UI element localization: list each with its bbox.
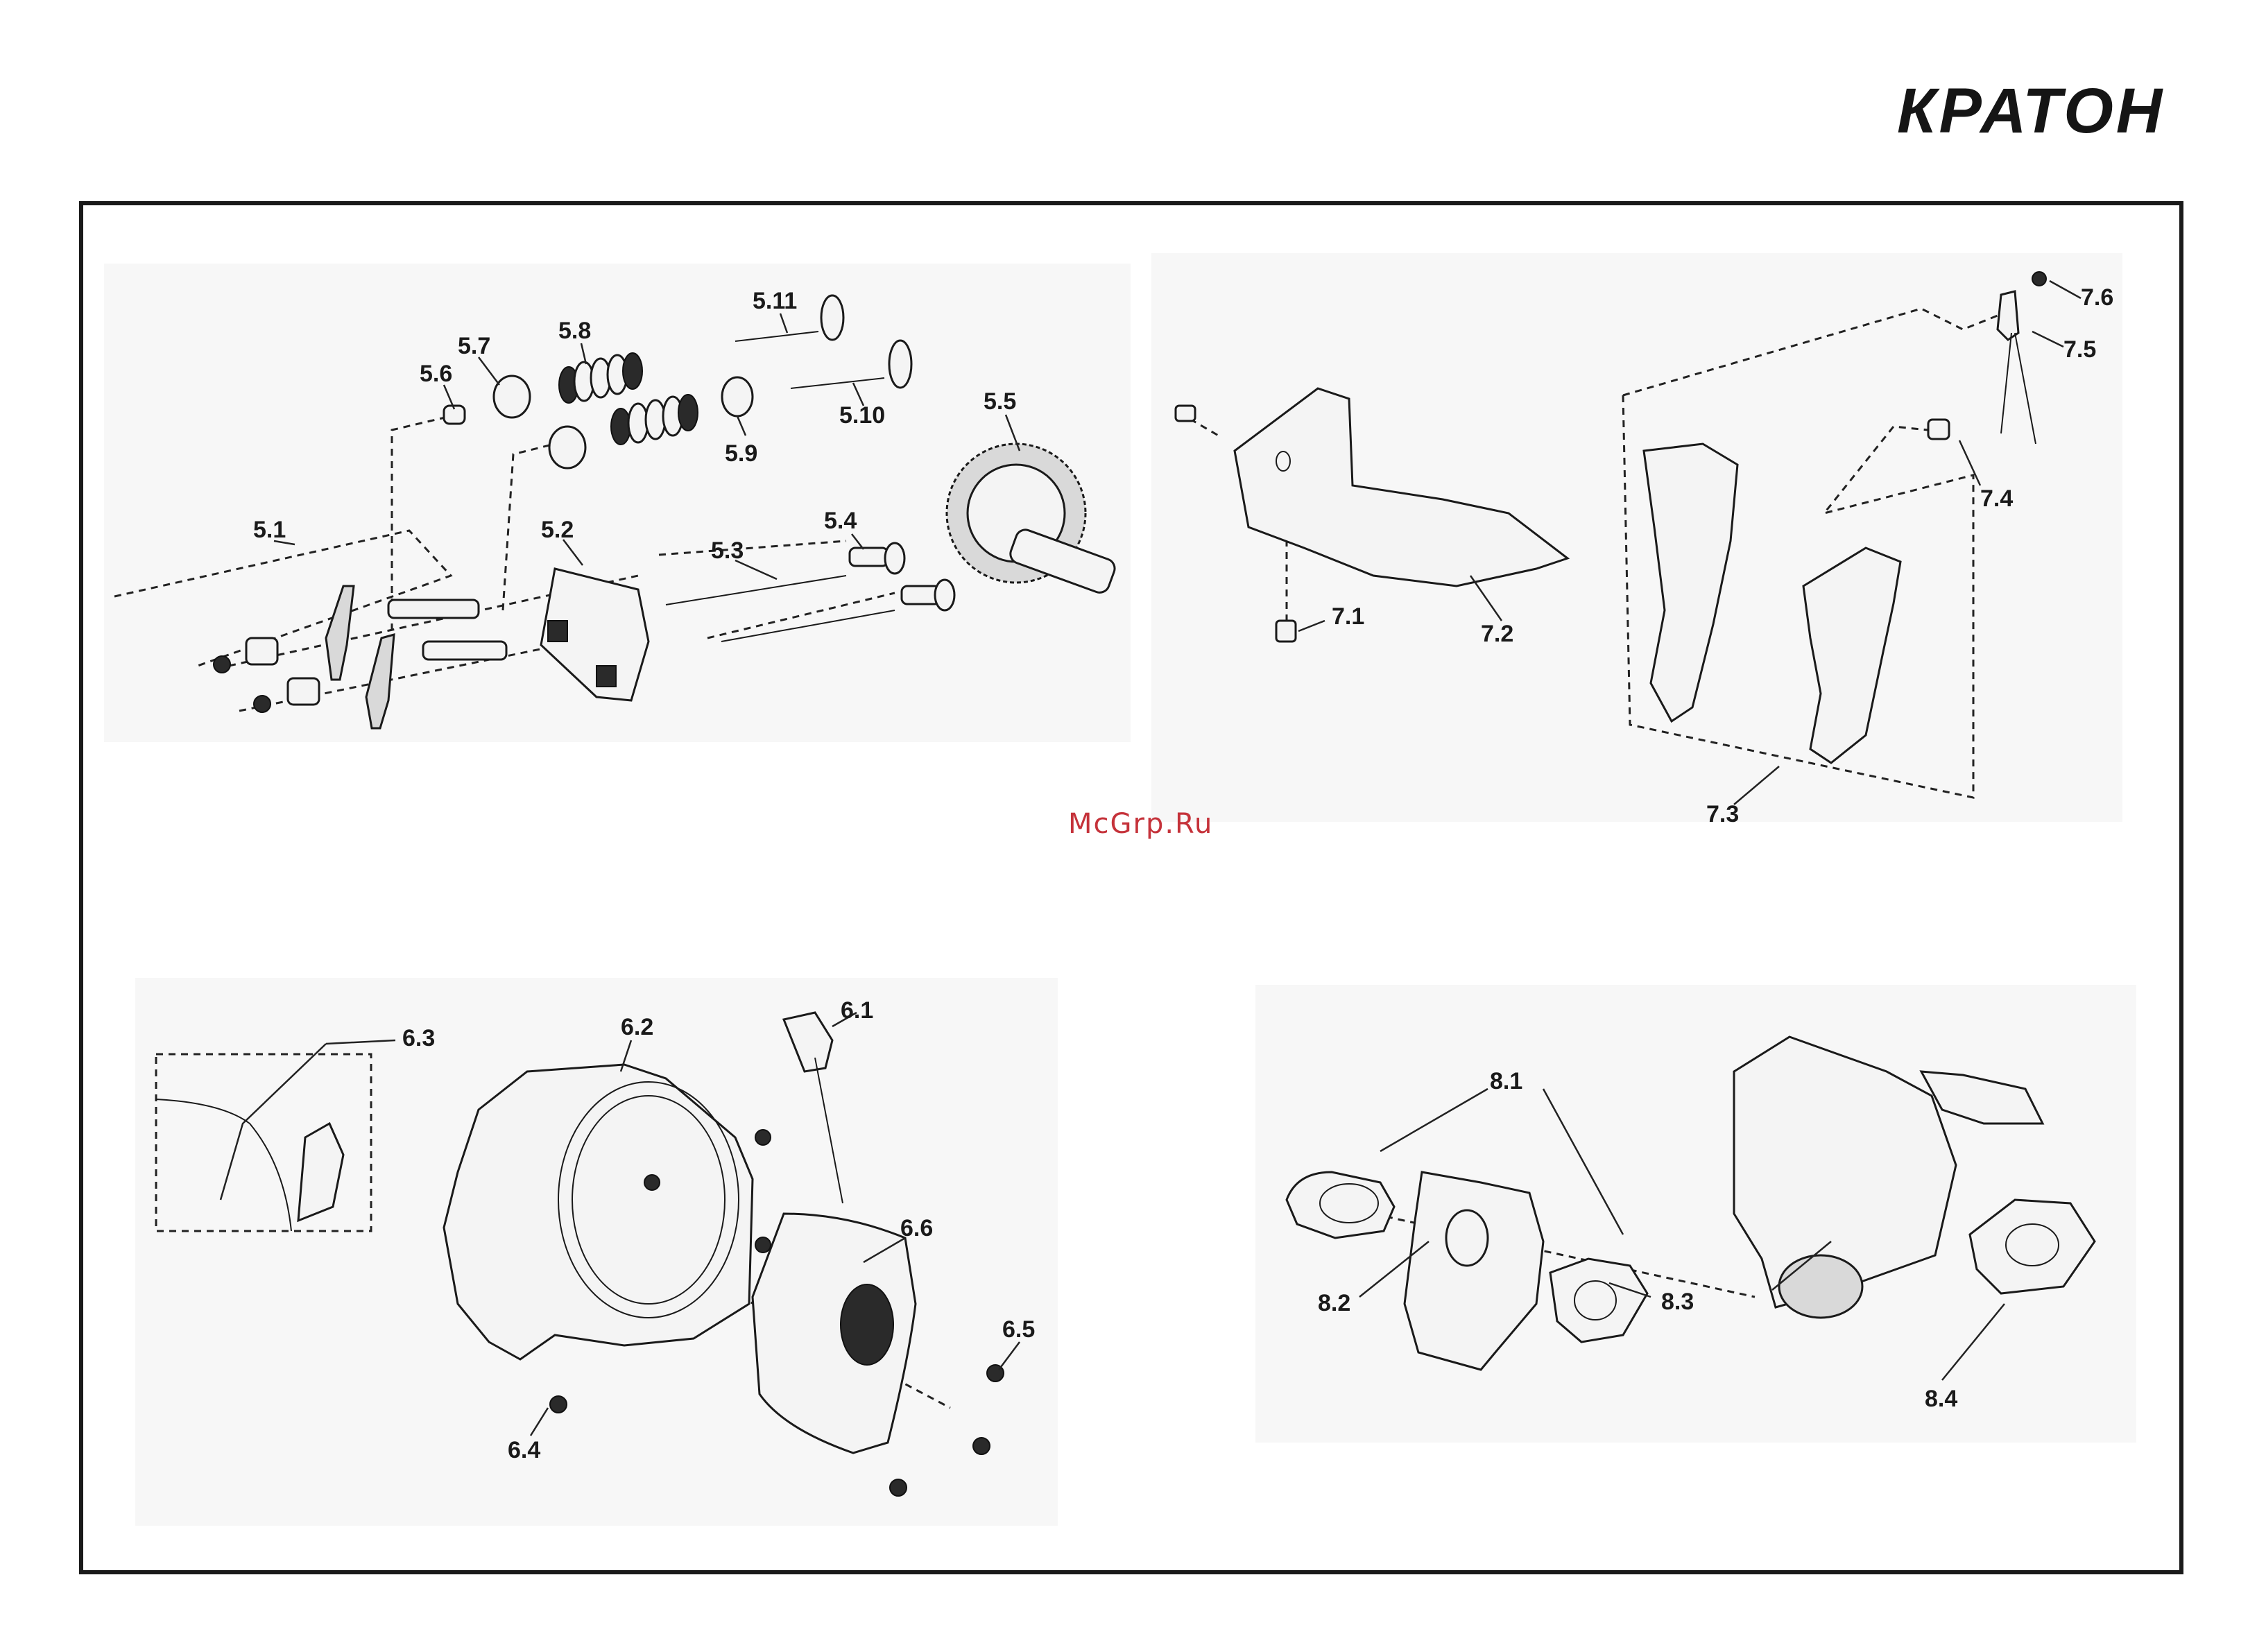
guide-slot-lower	[596, 666, 616, 687]
rocker-pivot-lower	[288, 678, 319, 705]
callout-7-2: 7.2	[1481, 621, 1513, 647]
spring-seat	[549, 427, 585, 468]
callout-5-3: 5.3	[711, 537, 744, 564]
callout-7-6: 7.6	[2081, 284, 2113, 311]
tappet-upper	[850, 548, 888, 566]
callout-5-6: 5.6	[420, 361, 452, 387]
callout-5-9: 5.9	[725, 440, 757, 467]
callout-5-2: 5.2	[541, 517, 574, 543]
callout-5-8: 5.8	[558, 318, 591, 344]
callout-5-5: 5.5	[984, 388, 1016, 415]
valve-rotator	[722, 377, 753, 416]
callout-6-1: 6.1	[841, 997, 873, 1024]
callout-6-4: 6.4	[508, 1437, 540, 1463]
callout-5-1: 5.1	[253, 517, 286, 543]
callout-6-2: 6.2	[621, 1014, 653, 1040]
guide-slot-upper	[548, 621, 567, 642]
watermark: McGrp.Ru	[1068, 808, 1213, 840]
callout-7-4: 7.4	[1980, 485, 2013, 512]
terminal-screw	[2032, 272, 2046, 286]
rocker-nut-upper	[214, 656, 230, 673]
callout-5-10: 5.10	[839, 402, 885, 429]
callout-8-4: 8.4	[1925, 1386, 1957, 1412]
float-bowl	[1779, 1255, 1862, 1318]
ground-terminal	[1998, 291, 2018, 340]
callout-8-3: 8.3	[1661, 1289, 1694, 1315]
shroud-bolt-top	[1176, 406, 1195, 421]
callout-5-11: 5.11	[753, 288, 797, 314]
rocker-stud-upper	[388, 600, 479, 618]
rocker-stud-lower	[423, 642, 506, 660]
baffle-bolt	[1928, 420, 1949, 439]
callout-5-7: 5.7	[458, 333, 490, 359]
callout-6-5: 6.5	[1002, 1316, 1035, 1343]
callout-6-6: 6.6	[900, 1215, 933, 1241]
callout-7-1: 7.1	[1332, 603, 1364, 630]
callout-5-4: 5.4	[824, 508, 857, 534]
callout-8-1: 8.1	[1490, 1068, 1522, 1094]
rocker-pivot-upper	[246, 638, 277, 664]
callout-6-3: 6.3	[402, 1025, 435, 1051]
callout-7-5: 7.5	[2063, 336, 2096, 363]
callout-8-2: 8.2	[1318, 1290, 1350, 1316]
intake-valve-head	[889, 341, 911, 388]
shroud-bolt	[1276, 621, 1296, 642]
callout-7-3: 7.3	[1706, 801, 1739, 827]
exhaust-valve-head	[821, 295, 843, 340]
rocker-nut-lower	[254, 696, 271, 712]
shroud-screw	[550, 1396, 567, 1413]
spring-retainer	[494, 376, 530, 418]
